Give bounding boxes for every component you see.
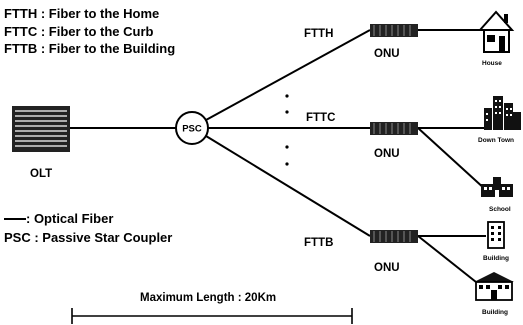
more-branches-dots (285, 94, 289, 166)
building-label-1: Building (483, 255, 509, 262)
onu-bottom (370, 230, 418, 243)
branch-label-fttc: FTTC (306, 112, 335, 124)
legend-ftth: FTTH : Fiber to the Home (4, 6, 159, 21)
max-length-dimension (71, 308, 353, 324)
school-label: School (489, 206, 511, 213)
fiber-onu-school (417, 127, 487, 191)
legend-fttb: FTTB : Fiber to the Building (4, 41, 175, 56)
fiber-onu-building2 (417, 235, 477, 283)
house-label: House (482, 60, 502, 67)
olt-rack (12, 106, 70, 152)
onu-top-label: ONU (374, 48, 400, 60)
psc-label: PSC (182, 124, 202, 135)
onu-top (370, 24, 418, 37)
psc-coupler (175, 111, 209, 145)
onu-bottom-label: ONU (374, 262, 400, 274)
legend-fttc: FTTC : Fiber to the Curb (4, 24, 154, 39)
optical-fibers (70, 29, 487, 283)
school-icon (481, 177, 513, 197)
onu-mid (370, 122, 418, 135)
olt-label: OLT (30, 168, 52, 180)
downtown-label: Down Town (478, 137, 514, 144)
onu-mid-label: ONU (374, 148, 400, 160)
fiber-psc-ftth (205, 29, 371, 121)
downtown-icon (484, 96, 521, 130)
legend-optical-fiber: : Optical Fiber (26, 211, 113, 226)
fiber-psc-fttb (205, 135, 371, 237)
branch-label-ftth: FTTH (304, 28, 333, 40)
house-icon (477, 10, 515, 53)
building-icon-2 (474, 272, 514, 301)
max-length-label: Maximum Length : 20Km (140, 292, 276, 304)
branch-label-fttb: FTTB (304, 237, 333, 249)
building-icon (487, 221, 505, 249)
building-label-2: Building (482, 309, 508, 316)
legend-psc: PSC : Passive Star Coupler (4, 230, 172, 245)
